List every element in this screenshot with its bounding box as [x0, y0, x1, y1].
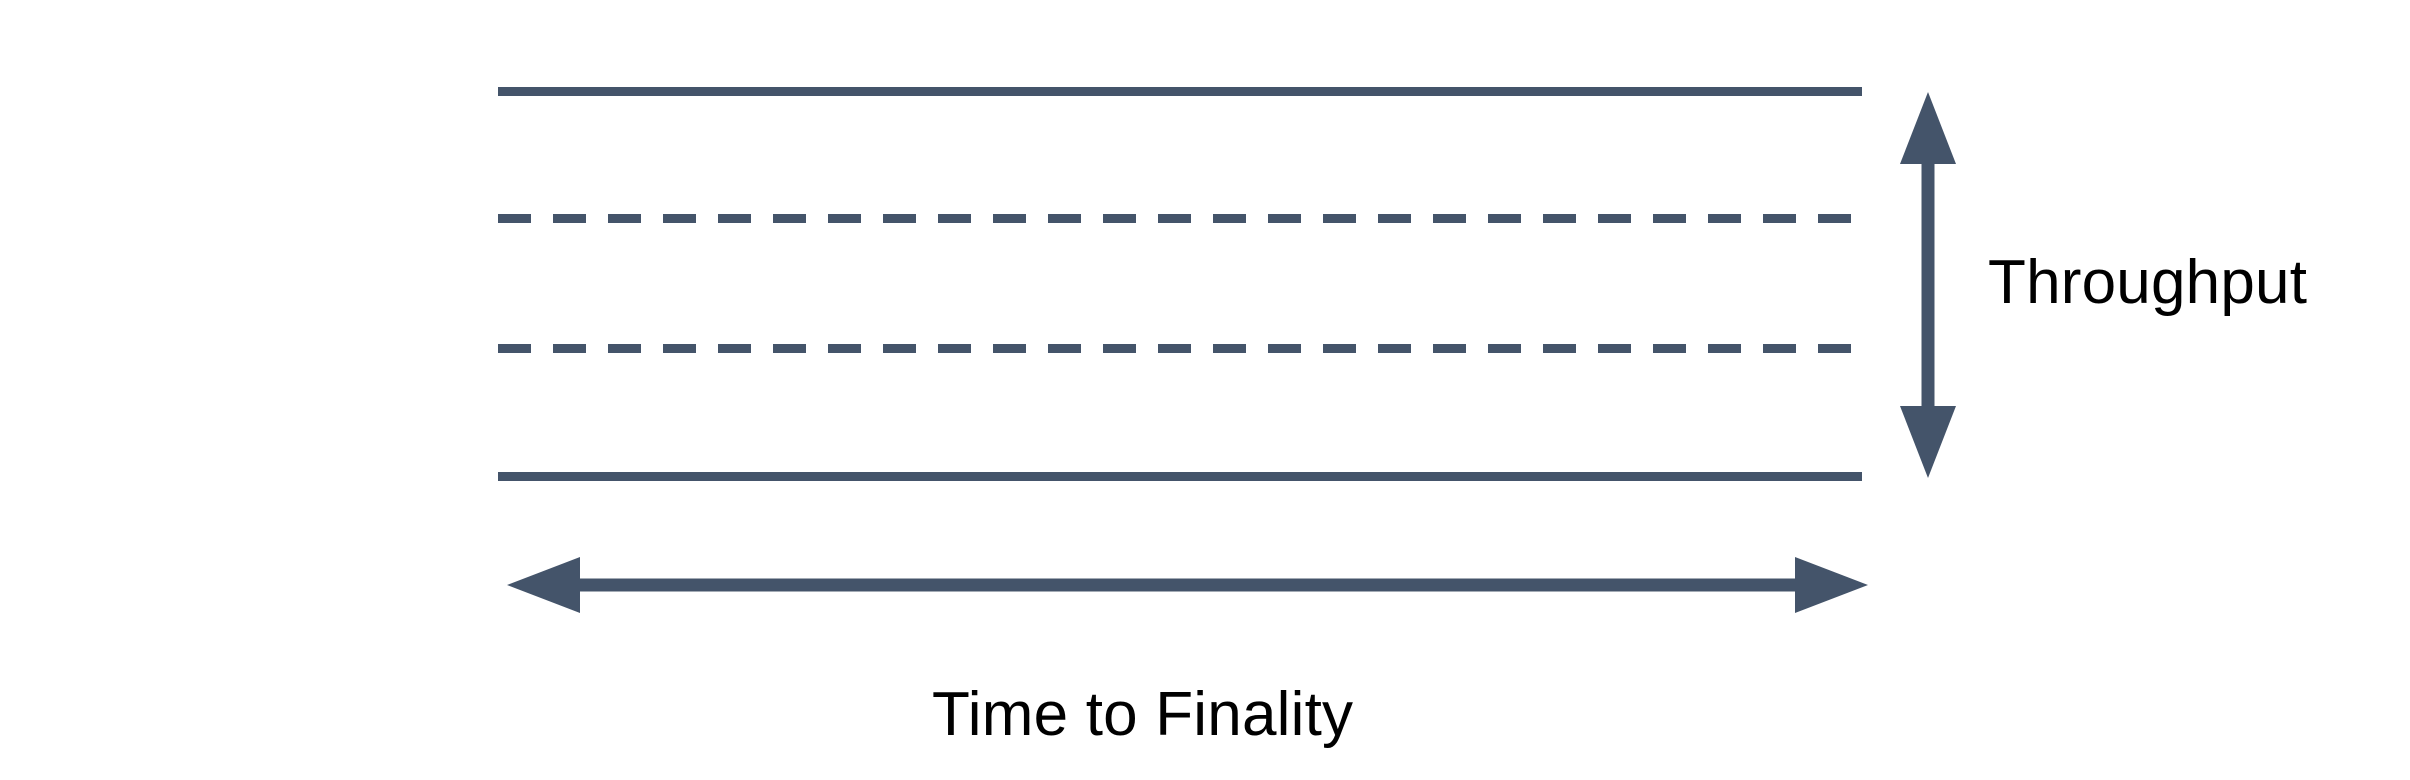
time-to-finality-label: Time to Finality [932, 680, 1354, 749]
throughput-label: Throughput [1988, 248, 2308, 317]
double-headed-vertical-arrow-icon [1900, 92, 1956, 478]
double-headed-horizontal-arrow-icon [507, 557, 1868, 613]
